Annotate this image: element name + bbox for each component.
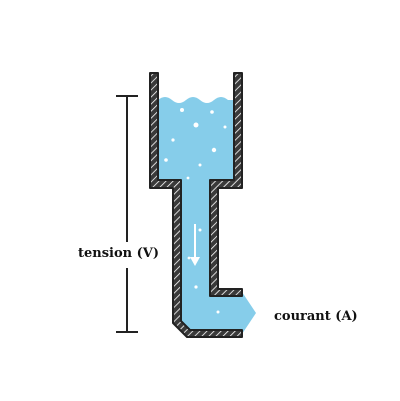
bubbles (164, 108, 227, 314)
voltage-label: tension (V) (78, 246, 160, 261)
pipe-right-wall (209, 72, 243, 297)
water-fill (158, 97, 256, 334)
flow-down-arrow (190, 224, 200, 266)
current-label: courant (A) (274, 309, 358, 324)
voltage-bracket (116, 95, 138, 333)
pipe-left-wall (149, 72, 243, 338)
